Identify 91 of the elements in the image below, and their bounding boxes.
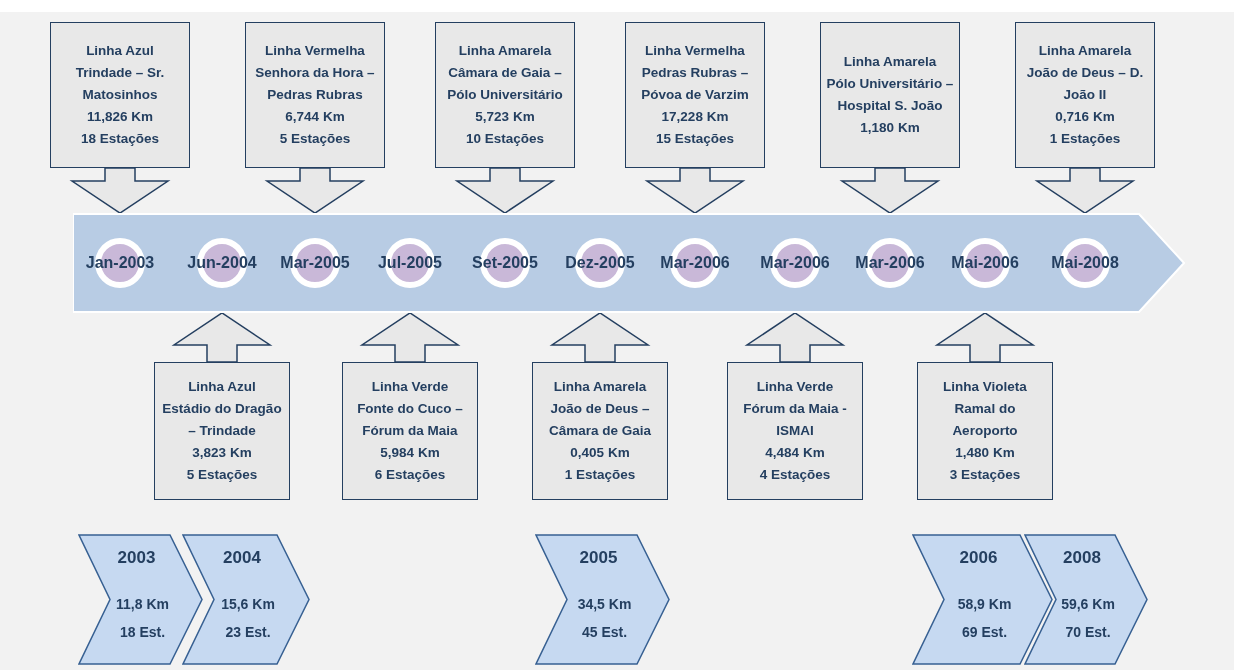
length-text: 15,6 Km	[221, 596, 275, 612]
line-name: Linha Vermelha	[645, 42, 745, 60]
route-text: João de Deus – Câmara de Gaia	[547, 400, 653, 440]
route-text: Fórum da Maia - ISMAI	[742, 400, 848, 440]
length-text: 59,6 Km	[1061, 596, 1115, 612]
callout-box	[342, 362, 478, 500]
station-count: 15 Estações	[655, 130, 735, 148]
block-arrow	[1034, 167, 1136, 214]
date-label: Mai-2008	[1051, 254, 1119, 272]
block-arrow	[934, 312, 1036, 363]
station-count: 4 Estações	[759, 466, 831, 484]
route-text: Fonte do Cuco – Fórum da Maia	[356, 400, 464, 440]
station-count: 1 Estações	[564, 466, 636, 484]
length-text: 1,180 Km	[860, 119, 920, 137]
line-name: Linha Amarela	[1038, 42, 1132, 60]
block-arrow	[644, 167, 746, 214]
line-name: Linha Verde	[371, 378, 449, 396]
station-count: 5 Estações	[279, 130, 351, 148]
length-text: 1,480 Km	[955, 444, 1015, 462]
callout-box	[820, 22, 960, 168]
length-text: 17,228 Km	[661, 108, 729, 126]
length-text: 0,716 Km	[1055, 108, 1115, 126]
block-arrow	[359, 312, 461, 363]
callout-box	[435, 22, 575, 168]
length-text: 11,826 Km	[86, 108, 154, 126]
line-name: Linha Azul	[86, 42, 154, 60]
route-text: Pólo Universitário – Hospital S. João	[826, 75, 954, 115]
route-text: Ramal do Aeroporto	[951, 400, 1019, 440]
year-label: 2005	[579, 548, 618, 568]
station-count: 10 Estações	[465, 130, 545, 148]
line-name: Linha Azul	[188, 378, 256, 396]
date-label: Jun-2004	[187, 254, 257, 272]
length-text: 3,823 Km	[192, 444, 252, 462]
length-text: 58,9 Km	[957, 596, 1012, 612]
route-text: Trindade – Sr. Matosinhos	[74, 64, 166, 104]
station-count: 1 Estações	[1049, 130, 1121, 148]
date-label: Set-2005	[472, 254, 538, 272]
date-label: Dez-2005	[565, 254, 635, 272]
callout-box	[1015, 22, 1155, 168]
route-text: Estádio do Dragão – Trindade	[161, 400, 283, 440]
date-label: Mar-2006	[760, 254, 830, 272]
length-text: 6,744 Km	[285, 108, 345, 126]
length-text: 0,405 Km	[570, 444, 630, 462]
block-arrow	[549, 312, 651, 363]
year-label: 2004	[223, 548, 261, 568]
callout-box	[245, 22, 385, 168]
length-text: 5,984 Km	[380, 444, 440, 462]
date-label: Mai-2006	[951, 254, 1019, 272]
callout-box	[917, 362, 1053, 500]
length-text: 4,484 Km	[765, 444, 825, 462]
route-text: Câmara de Gaia – Pólo Universitário	[446, 64, 564, 104]
length-text: 11,8 Km	[116, 596, 169, 612]
length-text: 5,723 Km	[475, 108, 535, 126]
block-arrow	[69, 167, 171, 214]
block-arrow	[264, 167, 366, 214]
callout-box	[625, 22, 765, 168]
date-label: Mar-2006	[660, 254, 730, 272]
station-count: 23 Est.	[225, 624, 271, 640]
callout-box	[154, 362, 290, 500]
callout-box	[532, 362, 668, 500]
station-count: 5 Estações	[186, 466, 258, 484]
line-name: Linha Violeta	[943, 378, 1027, 396]
date-label: Jan-2003	[85, 254, 155, 272]
line-name: Linha Amarela	[843, 53, 937, 71]
block-arrow	[744, 312, 846, 363]
year-label: 2003	[117, 548, 156, 568]
line-name: Linha Amarela	[553, 378, 647, 396]
route-text: João de Deus – D. João II	[1025, 64, 1145, 104]
station-count: 69 Est.	[961, 624, 1008, 640]
route-text: Pedras Rubras – Póvoa de Varzim	[640, 64, 750, 104]
route-text: Senhora da Hora – Pedras Rubras	[254, 64, 376, 104]
length-text: 34,5 Km	[577, 596, 632, 612]
date-label: Mar-2006	[855, 254, 925, 272]
date-label: Mar-2005	[280, 254, 350, 272]
station-count: 45 Est.	[581, 624, 628, 640]
block-arrow	[171, 312, 273, 363]
station-count: 18 Estações	[80, 130, 160, 148]
callout-box	[727, 362, 863, 500]
line-name: Linha Vermelha	[265, 42, 365, 60]
line-name: Linha Verde	[756, 378, 834, 396]
block-arrow	[839, 167, 941, 214]
date-label: Jul-2005	[377, 254, 442, 272]
year-label: 2008	[1063, 548, 1101, 568]
station-count: 6 Estações	[374, 466, 446, 484]
station-count: 70 Est.	[1065, 624, 1111, 640]
line-name: Linha Amarela	[458, 42, 552, 60]
station-count: 18 Est.	[119, 624, 166, 640]
callout-box	[50, 22, 190, 168]
year-label: 2006	[959, 548, 998, 568]
station-count: 3 Estações	[949, 466, 1021, 484]
block-arrow	[454, 167, 556, 214]
